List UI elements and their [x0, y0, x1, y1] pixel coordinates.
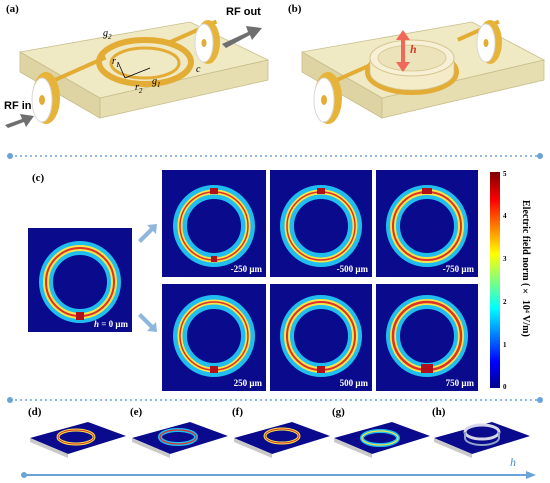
colorbar-tick-4: 4	[503, 212, 507, 220]
h-axis-arrow	[21, 471, 536, 479]
colorbar-label: Electric field norm (× 10⁴ V/m)	[520, 200, 531, 337]
outer-ring	[96, 37, 194, 87]
panel-label-h: (h)	[432, 406, 446, 418]
field-map-250: 250 μm	[162, 284, 266, 391]
label-g2: g2	[103, 28, 112, 41]
rf-out-arrow	[222, 26, 262, 48]
feed-line-left	[50, 55, 107, 84]
field-map-500: 500 μm	[270, 284, 372, 391]
field-map-minus750: -750 μm	[376, 170, 478, 277]
panel-label-e: (e)	[130, 406, 143, 418]
panel-label-c: (c)	[32, 172, 45, 184]
arrow-up	[138, 224, 157, 243]
colorbar-tick-0: 0	[503, 383, 507, 391]
colorbar-tick-2: 2	[503, 298, 507, 306]
panel-label-f: (f)	[232, 406, 243, 418]
iso-view-g	[334, 422, 430, 458]
substrate-side	[99, 59, 269, 119]
iso-view-h	[434, 422, 530, 458]
label-h: h	[410, 42, 417, 56]
ring-field-base	[39, 241, 121, 323]
iso-view-e	[132, 422, 228, 458]
panel-label-d: (d)	[28, 406, 42, 418]
panel-label-a: (a)	[6, 3, 19, 15]
field-label-minus750: -750 μm	[442, 264, 474, 274]
field-label-minus250: -250 μm	[230, 264, 262, 274]
iso-view-d	[30, 422, 126, 458]
panel-label-g: (g)	[332, 406, 345, 418]
rf-in-label: RF in	[4, 100, 32, 112]
schematic-a	[5, 19, 270, 128]
connector-right-pin	[201, 39, 207, 47]
field-map-minus250: -250 μm	[162, 170, 266, 277]
iso-view-f	[234, 422, 330, 458]
separator-top	[7, 153, 543, 159]
label-r2: r2	[135, 82, 143, 95]
label-g1: g1	[152, 76, 161, 89]
field-map-h0: h = 0 μm	[28, 228, 132, 332]
field-label-base: h = 0 μm	[94, 319, 128, 329]
arrow-down	[138, 313, 157, 332]
colorbar-tick-5: 5	[503, 170, 507, 178]
rf-out-label: RF out	[226, 6, 261, 18]
colorbar	[490, 172, 500, 388]
panel-label-b: (b)	[288, 3, 302, 15]
label-c: c	[196, 64, 201, 75]
field-label-minus500: -500 μm	[336, 264, 368, 274]
separator-bottom	[7, 397, 543, 403]
field-label-250: 250 μm	[233, 378, 262, 388]
colorbar-tick-1: 1	[503, 341, 507, 349]
schematic-b	[300, 19, 546, 124]
field-label-500: 500 μm	[339, 378, 368, 388]
h-axis-label: h	[510, 455, 516, 469]
connector-left-pin	[39, 95, 45, 105]
inner-ring	[109, 46, 181, 80]
field-map-minus500: -500 μm	[270, 170, 372, 277]
colorbar-tick-3: 3	[503, 255, 507, 263]
label-r1: r1	[112, 56, 120, 69]
rf-in-arrow	[5, 114, 34, 128]
field-label-750: 750 μm	[445, 378, 474, 388]
field-map-750: 750 μm	[376, 284, 478, 391]
